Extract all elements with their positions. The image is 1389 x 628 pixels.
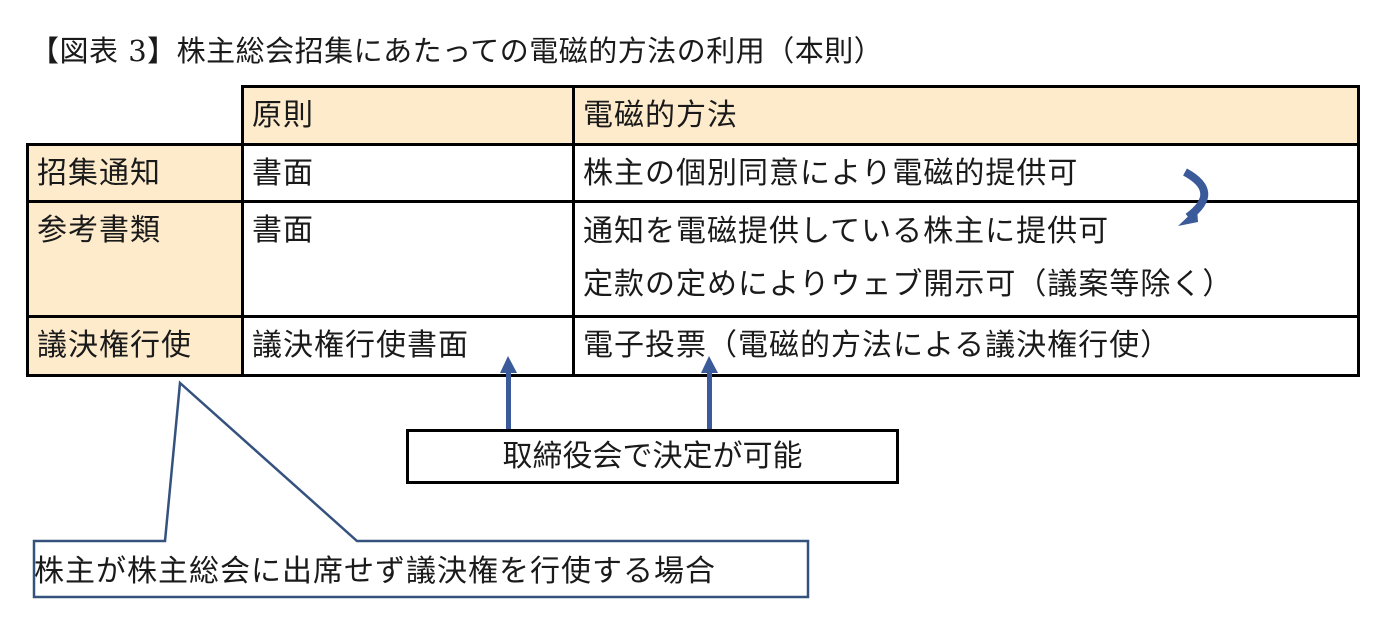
row-label: 議決権行使	[26, 315, 244, 377]
speech-bubble	[32, 380, 810, 599]
header-electronic: 電磁的方法	[572, 85, 1360, 146]
principle-cell: 書面	[241, 200, 575, 318]
header-principle: 原則	[241, 85, 575, 146]
up-arrow-principle-icon	[500, 356, 517, 373]
electronic-line: 株主の個別同意により電磁的提供可	[583, 156, 1079, 191]
electronic-cell: 通知を電磁提供している株主に提供可 定款の定めによりウェブ開示可（議案等除く）	[572, 200, 1360, 318]
electronic-line: 通知を電磁提供している株主に提供可	[583, 214, 1110, 249]
figure-title: 【図表 3】株主総会招集にあたっての電磁的方法の利用（本則）	[30, 34, 884, 68]
electronic-cell: 電子投票（電磁的方法による議決権行使）	[572, 315, 1360, 377]
row-label: 招集通知	[26, 143, 244, 203]
table-row: 招集通知 書面 株主の個別同意により電磁的提供可	[26, 143, 1360, 203]
header-blank-cell	[27, 86, 244, 146]
table-header-row: 原則 電磁的方法	[27, 85, 1360, 146]
electronic-line: 定款の定めによりウェブ開示可（議案等除く）	[583, 267, 1234, 302]
electronic-line: 電子投票（電磁的方法による議決権行使）	[583, 328, 1172, 363]
callout-box: 取締役会で決定が可能	[406, 429, 899, 484]
comparison-table: 原則 電磁的方法 招集通知 書面 株主の個別同意により電磁的提供可 参考書類 書…	[26, 85, 1360, 377]
electronic-cell: 株主の個別同意により電磁的提供可	[572, 143, 1360, 203]
principle-cell: 書面	[241, 143, 575, 203]
table-row: 議決権行使 議決権行使書面 電子投票（電磁的方法による議決権行使）	[26, 315, 1360, 377]
up-arrow-shaft-electronic	[707, 373, 712, 430]
up-arrow-electronic-icon	[701, 356, 718, 373]
principle-cell: 議決権行使書面	[241, 315, 575, 377]
curved-arrow-head-icon	[1178, 208, 1198, 226]
up-arrow-shaft-principle	[506, 373, 511, 430]
table-row: 参考書類 書面 通知を電磁提供している株主に提供可 定款の定めによりウェブ開示可…	[26, 200, 1360, 318]
speech-bubble-text: 株主が株主総会に出席せず議決権を行使する場合	[34, 554, 716, 589]
row-label: 参考書類	[26, 200, 244, 318]
